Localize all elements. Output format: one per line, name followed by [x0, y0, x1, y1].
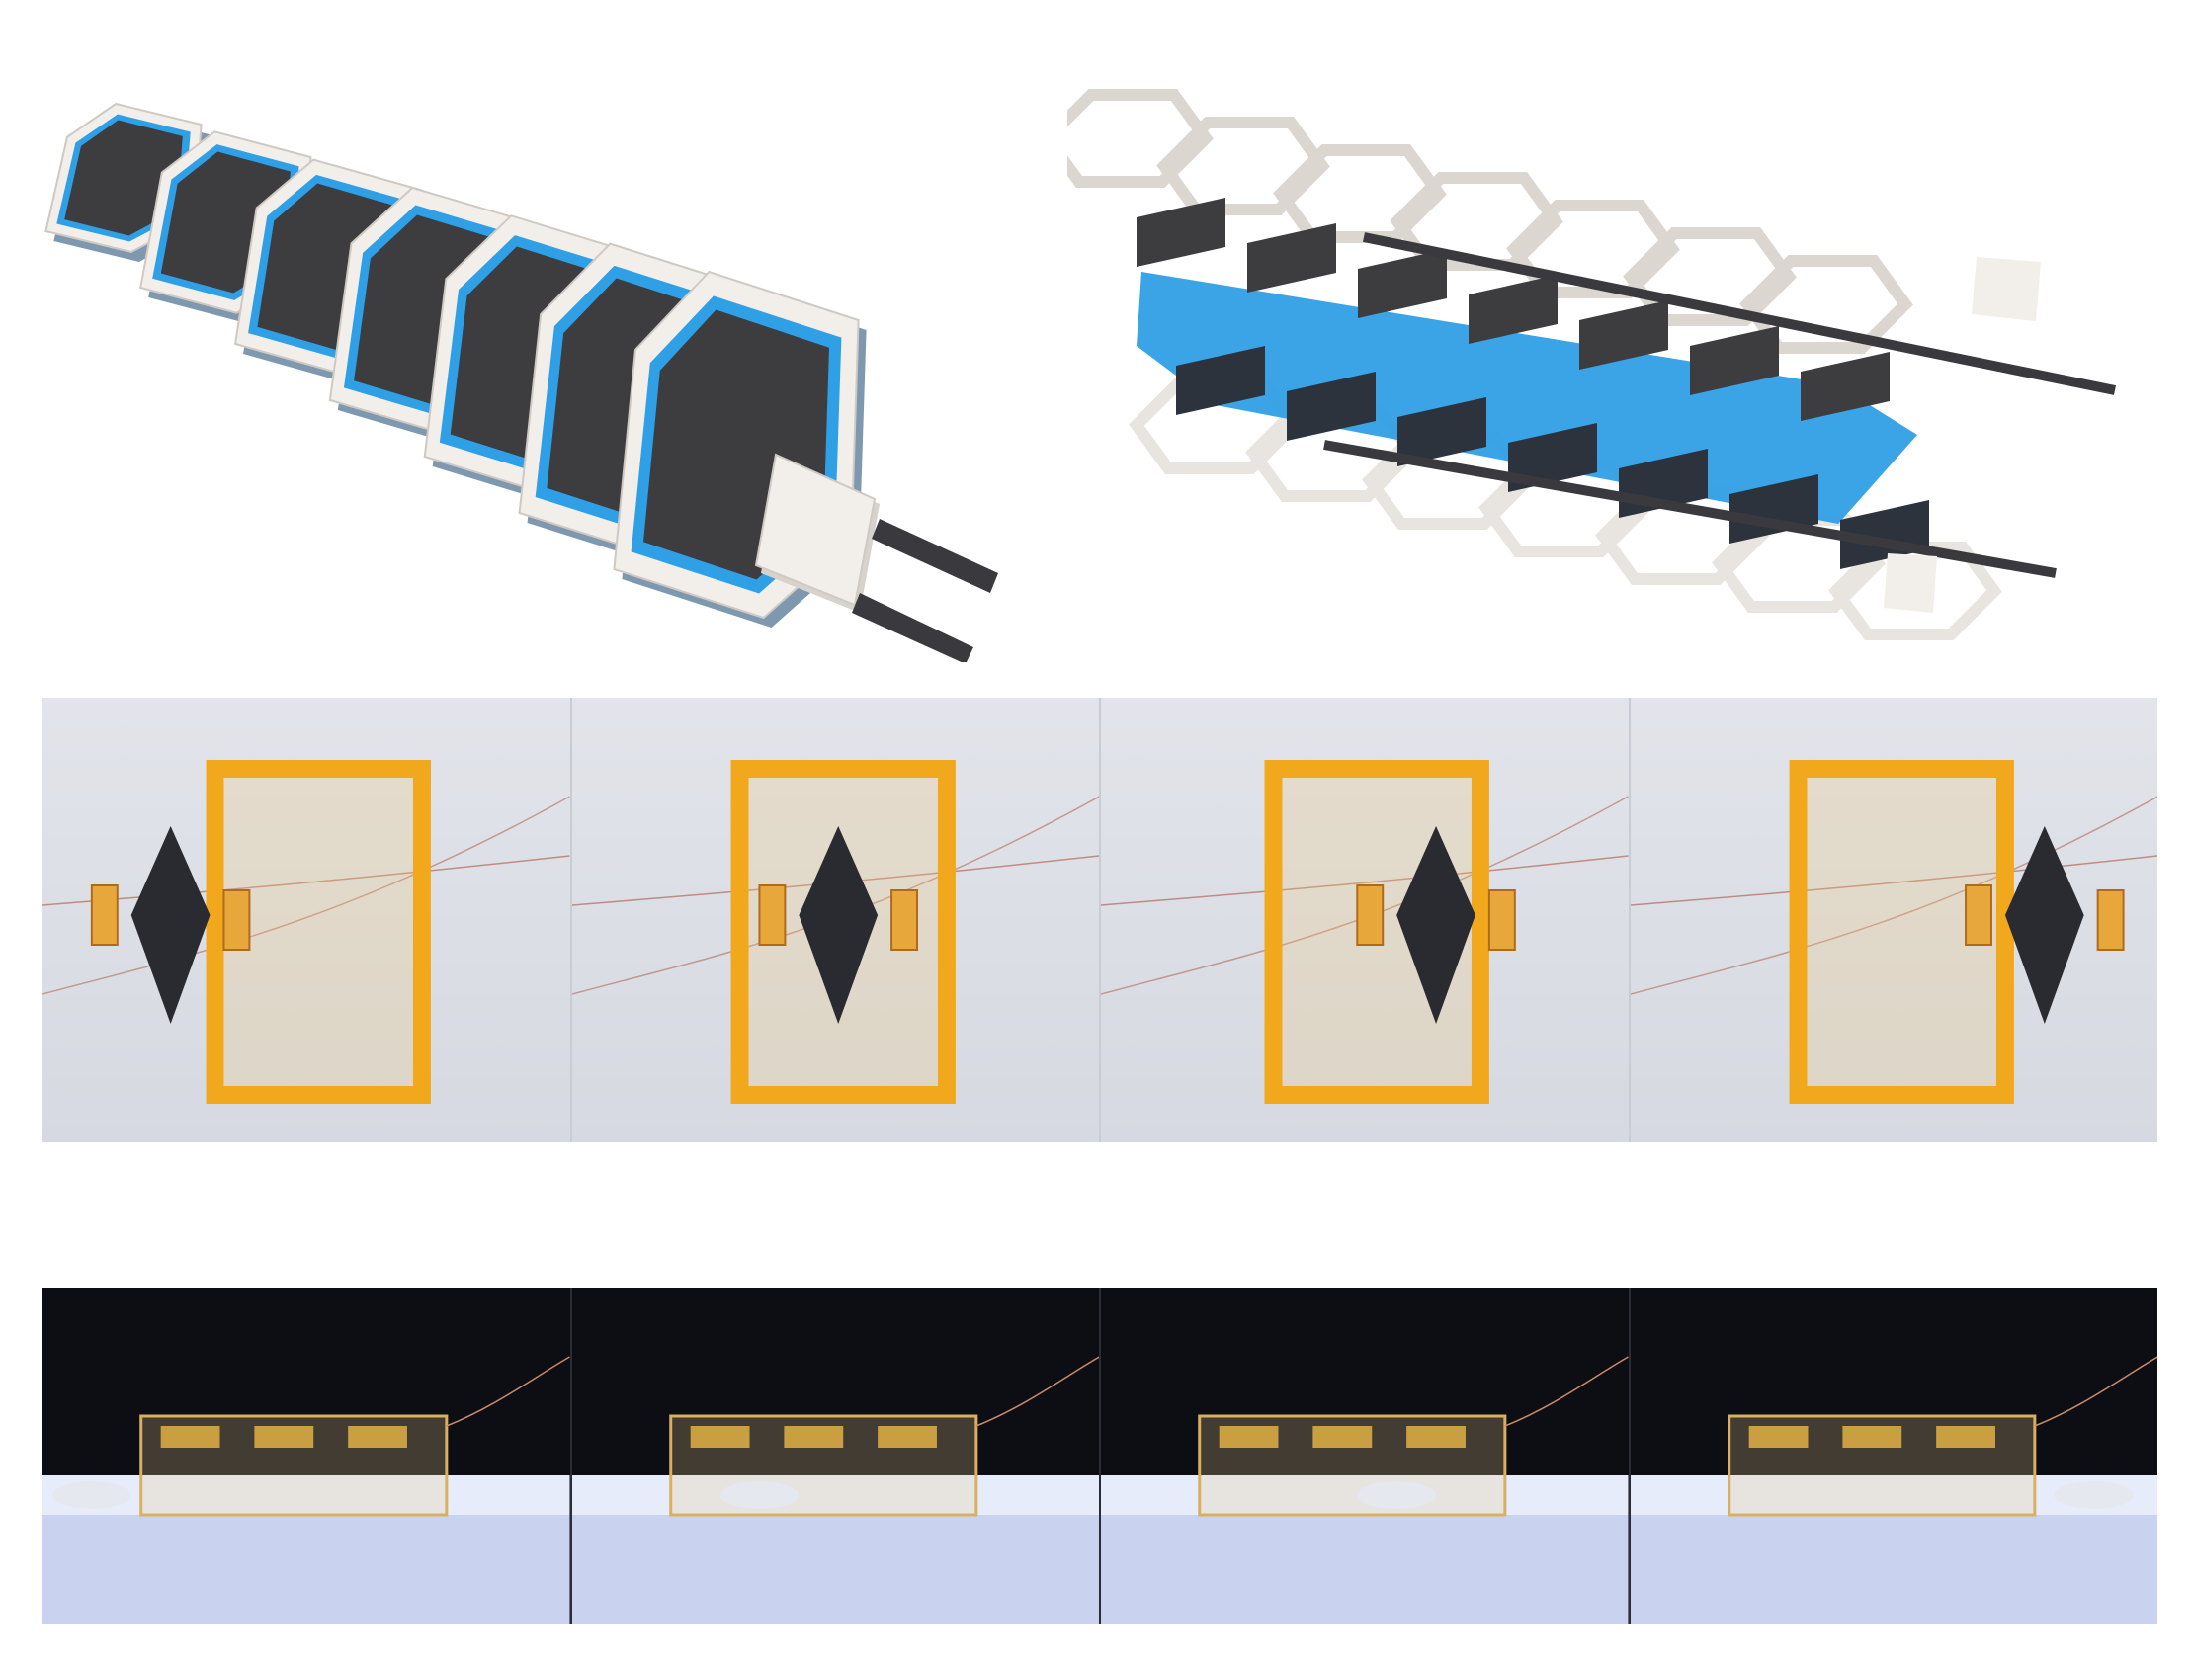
side-view-scene: [1630, 1356, 2157, 1624]
transparent-enclosure: [139, 1414, 449, 1517]
top-electrode: [1690, 326, 1779, 395]
side-view-photo-strip: [42, 1288, 2157, 1624]
bottom-electrode: [1287, 372, 1376, 441]
transparent-enclosure: [668, 1414, 977, 1517]
top-frame-hexagon: [1273, 144, 1447, 243]
top-electrode: [1137, 198, 1225, 267]
side-view-scene: [571, 1356, 1099, 1624]
side-view-frame-2: [571, 1288, 1101, 1624]
top-electrode: [1358, 249, 1447, 318]
connector-block: [754, 453, 998, 662]
top-electrode: [1247, 223, 1336, 293]
crawler-device: [1964, 826, 2125, 1024]
top-view-frame-1: [42, 698, 572, 1142]
top-frame-hexagon: [1156, 117, 1330, 215]
connector-rod: [1323, 440, 2057, 578]
side-view-frame-1: [42, 1288, 572, 1624]
crawler-device: [2054, 1481, 2134, 1509]
connector-tab: [1972, 257, 2041, 321]
connector-rod: [1363, 232, 2116, 395]
top-electrode: [1579, 300, 1668, 370]
top-electrode: [1469, 275, 1558, 344]
crawler-device: [90, 826, 251, 1024]
floor: [571, 1475, 1099, 1624]
crawler-device: [1357, 1481, 1437, 1509]
transparent-enclosure: [1727, 1414, 2036, 1517]
top-view-scene: [1101, 760, 1629, 1104]
top-electrode: [1801, 352, 1890, 421]
top-frame-hexagon: [1067, 89, 1214, 188]
floor: [42, 1475, 570, 1624]
crawler-device: [1356, 826, 1516, 1024]
top-view-frame-4: [1630, 698, 2157, 1142]
crawler-device: [719, 1481, 799, 1509]
side-view-frame-3: [1101, 1288, 1631, 1624]
top-view-scene: [571, 760, 1099, 1104]
top-view-frame-3: [1101, 698, 1631, 1142]
bottom-electrode: [1397, 397, 1486, 466]
transparent-enclosure: [1198, 1414, 1507, 1517]
side-view-scene: [1101, 1356, 1629, 1624]
connector-tab: [1884, 553, 1937, 613]
stacked-hexagon-render: [44, 102, 998, 662]
top-view-scene: [1630, 760, 2157, 1104]
crawler-device: [757, 826, 918, 1024]
dielectric-layer: [1137, 272, 1917, 524]
side-view-scene: [42, 1356, 570, 1624]
bottom-electrode: [1508, 423, 1597, 492]
bottom-electrode: [1176, 346, 1265, 415]
top-view-photo-strip: [42, 698, 2157, 1142]
top-view-frame-2: [571, 698, 1101, 1142]
top-view-scene: [42, 760, 570, 1104]
exploded-hexagon-render: [1067, 89, 2116, 640]
side-view-frame-4: [1630, 1288, 2157, 1624]
crawler-device: [51, 1481, 131, 1509]
